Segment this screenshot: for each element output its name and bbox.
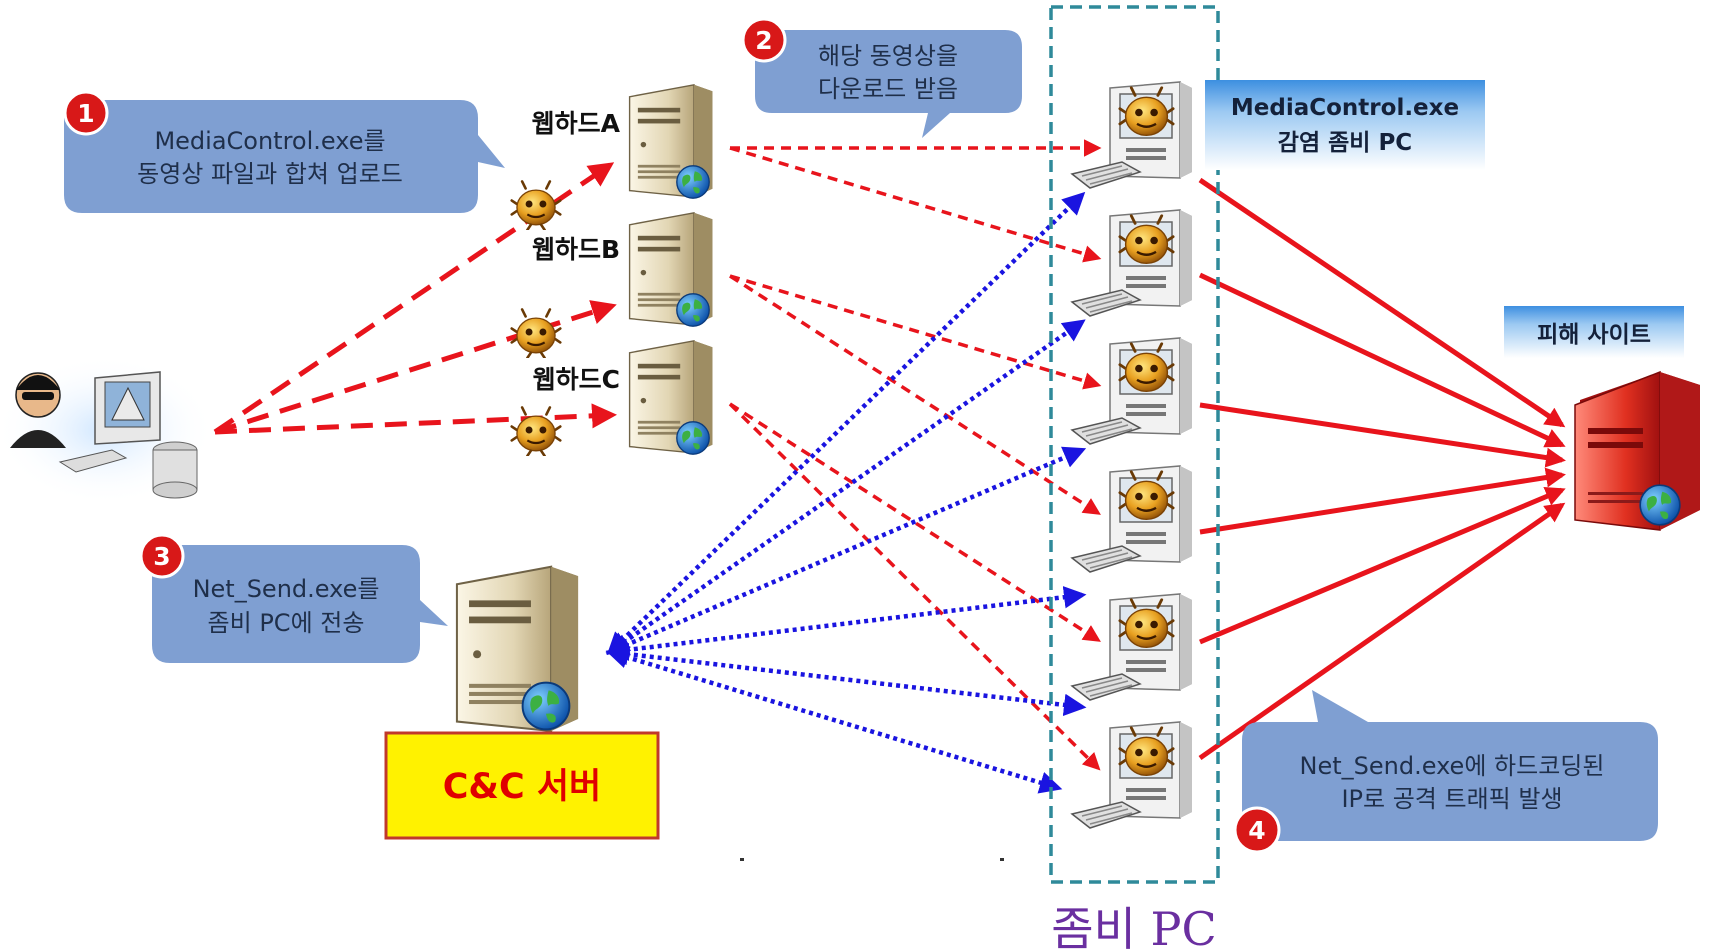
webhard-b-label: 웹하드B: [532, 235, 620, 264]
malware-bug-icon: [510, 406, 562, 456]
globe-icon: [676, 293, 710, 327]
step-4-number: 4: [1248, 816, 1265, 845]
callout-2-line-1: 해당 동영상을: [818, 42, 958, 70]
webhard-c-label: 웹하드C: [533, 365, 620, 394]
webhard-server-c: 웹하드C: [533, 340, 714, 455]
victim-site-label: 피해 사이트: [1537, 322, 1651, 348]
step-2-number: 2: [755, 26, 772, 55]
dash-mark: [740, 858, 744, 861]
globe-icon: [521, 681, 571, 731]
globe-icon: [1639, 484, 1681, 526]
infected-pc-banner: MediaControl.exe 감염 좀비 PC: [1205, 80, 1485, 170]
download-arrows: [728, 139, 1102, 771]
callout-step-1: MediaControl.exe를 동영상 파일과 합쳐 업로드 1: [63, 90, 505, 213]
victim-site-banner: 피해 사이트: [1504, 306, 1684, 358]
malware-bug-icon: [510, 308, 562, 358]
attack-traffic-arrows: [1198, 177, 1566, 761]
callout-4-line-1: Net_Send.exe에 하드코딩된: [1300, 752, 1605, 780]
cc-server-label-box: C&C 서버: [384, 731, 660, 840]
callout-3-line-1: Net_Send.exe를: [193, 575, 380, 603]
zombie-pc-icon: [1070, 464, 1194, 574]
cc-server-label: C&C 서버: [443, 767, 601, 807]
zombie-pc-group: [1049, 5, 1220, 884]
zombie-pc-icon: [1070, 336, 1194, 446]
globe-icon: [676, 421, 710, 455]
zombie-pc-caption: 좀비 PC: [1051, 902, 1216, 951]
callout-4-line-2: IP로 공격 트래픽 발생: [1341, 785, 1562, 813]
step-3-badge: [139, 533, 185, 579]
step-1-number: 1: [77, 99, 94, 128]
zombie-pc-icon: [1070, 592, 1194, 702]
step-1-badge: [63, 90, 109, 136]
step-2-badge: [741, 17, 787, 63]
callout-step-2: 해당 동영상을 다운로드 받음 2: [741, 17, 1022, 138]
infected-banner-line-1: MediaControl.exe: [1231, 95, 1459, 121]
webhard-server-b: 웹하드B: [532, 212, 714, 327]
victim-server-icon: [1574, 370, 1700, 531]
webhard-server-a: 웹하드A: [532, 84, 714, 199]
callout-step-4: Net_Send.exe에 하드코딩된 IP로 공격 트래픽 발생 4: [1233, 690, 1658, 854]
cc-command-arrows: [605, 191, 1087, 794]
callout-step-3: Net_Send.exe를 좀비 PC에 전송 3: [139, 533, 448, 663]
dash-mark: [1000, 858, 1004, 861]
attacker-icon: [0, 355, 215, 505]
callout-1-line-2: 동영상 파일과 합쳐 업로드: [137, 160, 403, 188]
globe-icon: [676, 165, 710, 199]
cc-server: [455, 565, 580, 733]
zombie-pc-icon: [1070, 80, 1194, 190]
callout-2-line-2: 다운로드 받음: [818, 75, 958, 103]
zombie-pc-icon: [1070, 720, 1194, 830]
zombie-pc-icon: [1070, 208, 1194, 318]
infected-banner-line-2: 감염 좀비 PC: [1278, 130, 1412, 156]
webhard-a-label: 웹하드A: [532, 109, 621, 138]
step-4-badge: [1233, 806, 1281, 854]
callout-3-line-2: 좀비 PC에 전송: [208, 609, 365, 637]
step-3-number: 3: [153, 542, 170, 571]
callout-1-line-1: MediaControl.exe를: [154, 127, 385, 155]
malware-bug-icon: [510, 180, 562, 230]
